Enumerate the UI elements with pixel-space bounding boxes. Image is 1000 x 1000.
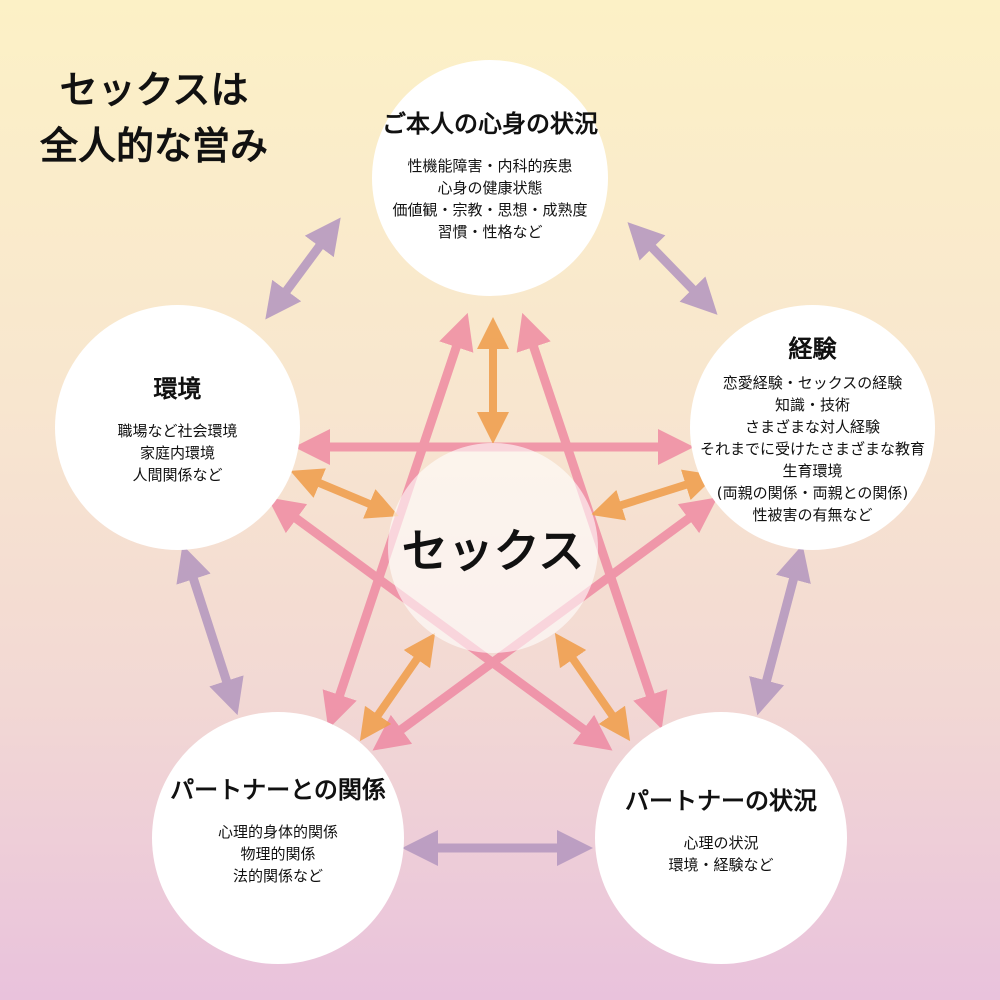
node-title: 経験	[788, 335, 837, 363]
node-line: 環境・経験など	[668, 855, 774, 874]
node-title: パートナーの状況	[625, 786, 817, 815]
node-title: ご本人の心身の状況	[382, 109, 598, 138]
node-partner: パートナーの状況 心理の状況 環境・経験など	[595, 712, 847, 964]
node-line: 心理的身体的関係	[217, 822, 338, 841]
node-line: それまでに受けたさまざまな教育	[699, 440, 925, 458]
arrow-center-partner	[554, 632, 631, 742]
node-line: 価値観・宗教・思想・成熟度	[392, 200, 588, 219]
node-line: 生育環境	[782, 462, 843, 480]
heading-line: セックスは	[59, 68, 249, 112]
arrow-center-relationship	[359, 632, 436, 742]
node-line: 家庭内環境	[139, 444, 215, 462]
node-line: 性被害の有無など	[752, 506, 873, 524]
page-heading: セックスは 全人的な営み	[40, 62, 268, 174]
arrow-center-experience	[590, 469, 717, 521]
arrow-experience-partner	[749, 544, 811, 716]
arrow-environment-relationship	[176, 544, 244, 716]
node-line: 性機能障害・内科的疾患	[407, 156, 573, 175]
node-line: 習慣・性格など	[437, 222, 543, 241]
node-line: 恋愛経験・セックスの経験	[722, 374, 903, 392]
node-environment: 環境 職場など社会環境 家庭内環境 人間関係など	[55, 305, 300, 550]
node-relationship: パートナーとの関係 心理的身体的関係 物理的関係 法的関係など	[152, 712, 404, 964]
node-line: 物理的関係	[240, 844, 316, 863]
node-title: パートナーとの関係	[170, 775, 386, 804]
node-experience: 経験 恋愛経験・セックスの経験 知識・技術 さまざまな対人経験 それまでに受けた…	[690, 305, 935, 550]
node-title: 環境	[153, 375, 202, 403]
node-line: (両親の関係・両親との関係)	[716, 484, 909, 502]
node-line: 法的関係など	[232, 866, 323, 885]
heading-line: 全人的な営み	[40, 124, 269, 168]
node-line: 知識・技術	[774, 396, 850, 414]
node-line: 心理の状況	[683, 833, 759, 852]
arrow-center-environment	[290, 468, 399, 519]
node-line: さまざまな対人経験	[744, 418, 880, 436]
node-self: ご本人の心身の状況 性機能障害・内科的疾患 心身の健康状態 価値観・宗教・思想・…	[372, 60, 608, 296]
node-line: 職場など社会環境	[117, 422, 238, 440]
node-line: 心身の健康状態	[437, 178, 543, 197]
arrow-self-environment	[265, 217, 341, 320]
arrow-self-experience	[627, 222, 718, 315]
center-node: セックス	[388, 443, 598, 653]
node-line: 人間関係など	[132, 466, 223, 484]
